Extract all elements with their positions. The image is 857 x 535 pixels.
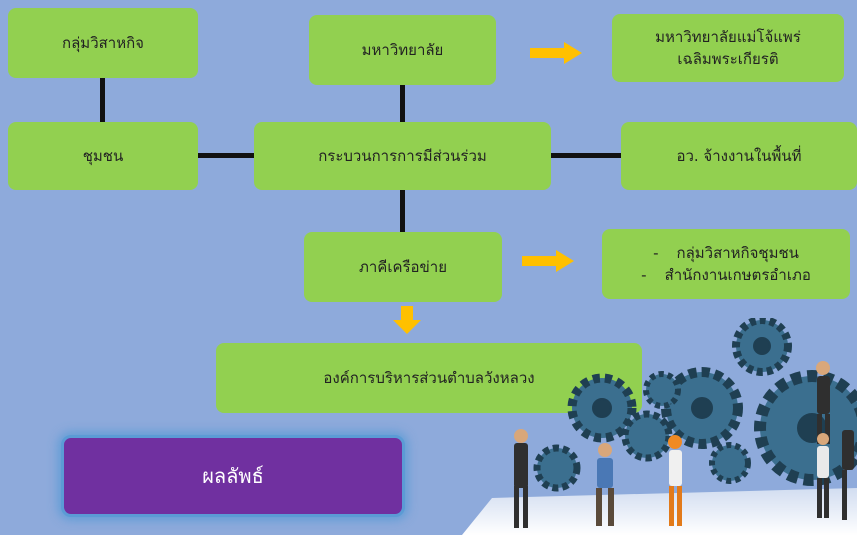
connector-community-participation [197,153,255,158]
node-participation: กระบวนการการมีส่วนร่วม [254,122,551,190]
node-community: ชุมชน [8,122,198,190]
connector-university-participation [400,85,405,123]
node-local-hire: อว. จ้างงานในพื้นที่ [621,122,857,190]
partner-text: กลุ่มวิสาหกิจชุมชน [676,243,799,262]
node-mju-phrae-line1: มหาวิทยาลัยแม่โจ้แพร่ [655,27,801,46]
node-enterprise-group: กลุ่มวิสาหกิจ [8,8,198,78]
node-participation-label: กระบวนการการมีส่วนร่วม [318,146,487,165]
partner-item: - กลุ่มวิสาหกิจชุมชน [653,242,799,265]
node-university: มหาวิทยาลัย [309,15,496,85]
gears-teamwork-illustration [462,318,857,535]
node-tao: องค์การบริหารส่วนตำบลวังหลวง [216,343,642,413]
result-box: ผลลัพธ์ [61,435,405,517]
node-tao-label: องค์การบริหารส่วนตำบลวังหลวง [323,368,535,387]
partner-bullet: - [641,266,647,284]
node-partners: - กลุ่มวิสาหกิจชุมชน - สำนักงานเกษตรอำเภ… [602,229,850,299]
partner-bullet: - [653,243,659,262]
node-community-label: ชุมชน [82,146,124,165]
node-enterprise-group-label: กลุ่มวิสาหกิจ [62,33,144,52]
partner-text: สำนักงานเกษตรอำเภอ [664,266,811,284]
node-mju-phrae-line2: เฉลิมพระเกียรติ [677,50,779,68]
node-network: ภาคีเครือข่าย [304,232,502,302]
connector-enterprise-community [100,77,105,122]
arrow-down-icon [393,306,421,334]
node-mju-phrae: มหาวิทยาลัยแม่โจ้แพร่ เฉลิมพระเกียรติ [612,14,844,82]
partner-item: - สำนักงานเกษตรอำเภอ [641,264,811,287]
connector-participation-localhire [550,153,622,158]
node-local-hire-label: อว. จ้างงานในพื้นที่ [676,146,802,165]
node-network-label: ภาคีเครือข่าย [358,257,448,276]
connector-participation-network [400,190,405,233]
node-university-label: มหาวิทยาลัย [361,40,444,59]
arrow-right-icon [522,250,574,272]
result-label: ผลลัพธ์ [202,464,264,488]
arrow-right-icon [530,42,582,64]
